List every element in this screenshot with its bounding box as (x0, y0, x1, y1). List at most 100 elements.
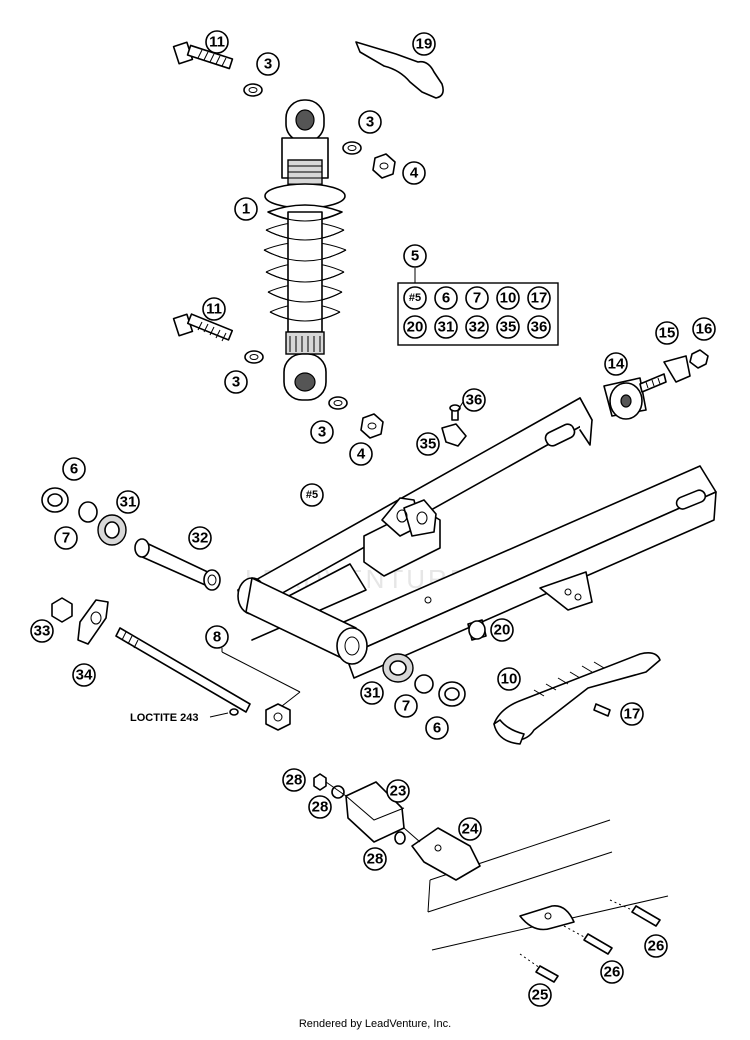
callout-swingarm-5: #5 (300, 483, 324, 507)
callout-11b: 11 (202, 297, 226, 321)
svg-text:36: 36 (466, 392, 483, 409)
pivot-axle-nut[interactable] (265, 703, 291, 731)
callout-31a: 31 (116, 490, 140, 514)
kit-item-3: 7 (465, 286, 489, 310)
callout-3d: 3 (310, 420, 334, 444)
kit-item-4: 10 (496, 286, 520, 310)
nut-16[interactable] (689, 349, 709, 369)
svg-text:6: 6 (442, 290, 450, 307)
callout-1: 1 (234, 197, 258, 221)
shock-nut-4a[interactable] (372, 153, 396, 179)
svg-text:35: 35 (420, 436, 437, 453)
bolt-25[interactable] (535, 965, 559, 983)
svg-text:33: 33 (34, 623, 51, 640)
svg-text:20: 20 (407, 319, 424, 336)
callout-33: 33 (30, 619, 54, 643)
callout-4b: 4 (349, 442, 373, 466)
callout-20: 20 (490, 618, 514, 642)
washer-3d[interactable] (328, 396, 348, 410)
nut-28a[interactable] (313, 773, 327, 791)
washer-28c[interactable] (394, 831, 406, 845)
washer-28b[interactable] (331, 785, 345, 799)
clip-35[interactable] (441, 423, 467, 447)
lower-shock-bolt[interactable] (172, 313, 234, 342)
callout-15: 15 (655, 321, 679, 345)
shock-nut-4b[interactable] (360, 413, 384, 439)
svg-text:6: 6 (70, 461, 78, 478)
spanner-wrench[interactable] (355, 41, 444, 99)
callout-23: 23 (386, 779, 410, 803)
bracket-24[interactable] (411, 827, 481, 881)
chain-slider-10[interactable] (493, 652, 661, 745)
svg-text:31: 31 (438, 319, 455, 336)
callout-7b: 7 (394, 694, 418, 718)
svg-text:35: 35 (500, 319, 517, 336)
svg-text:34: 34 (76, 667, 93, 684)
callout-4a: 4 (402, 161, 426, 185)
callout-36: 36 (462, 388, 486, 412)
svg-text:26: 26 (648, 938, 665, 955)
callout-11a: 11 (205, 30, 229, 54)
callout-10: 10 (497, 667, 521, 691)
bracket-15[interactable] (663, 355, 691, 383)
svg-text:7: 7 (473, 290, 481, 307)
swingarm[interactable] (237, 397, 717, 679)
svg-text:11: 11 (209, 34, 225, 51)
svg-text:19: 19 (416, 36, 433, 53)
screw-36[interactable] (449, 404, 461, 421)
svg-text:24: 24 (462, 821, 479, 838)
bolt-26a[interactable] (631, 905, 661, 927)
upper-shock-bolt[interactable] (172, 41, 234, 70)
svg-text:25: 25 (532, 987, 549, 1004)
svg-text:32: 32 (469, 319, 486, 336)
callout-5-kit: 5 (403, 244, 427, 268)
svg-text:31: 31 (120, 494, 137, 511)
callout-19: 19 (412, 32, 436, 56)
seal-6a[interactable] (41, 487, 69, 513)
footer-credit: Rendered by LeadVenture, Inc. (298, 1018, 452, 1030)
swingarm-pivot-axle-8[interactable] (115, 627, 251, 713)
callout-34: 34 (72, 663, 96, 687)
svg-text:11: 11 (206, 301, 222, 318)
kit-item-6: 20 (403, 315, 427, 339)
chain-adjuster-plate-34[interactable] (77, 599, 109, 645)
kit-item-2: 6 (434, 286, 458, 310)
bearing-31b[interactable] (382, 653, 414, 683)
callout-25: 25 (528, 983, 552, 1007)
kit-item-5: 17 (527, 286, 551, 310)
svg-text:31: 31 (364, 685, 381, 702)
frame-detail (427, 819, 669, 951)
ring-7b[interactable] (414, 674, 434, 694)
bushing-20[interactable] (467, 619, 487, 641)
callout-3c: 3 (224, 370, 248, 394)
callout-3a: 3 (256, 52, 280, 76)
svg-text:4: 4 (410, 165, 419, 182)
callout-17: 17 (620, 702, 644, 726)
screw-17[interactable] (593, 703, 611, 717)
sleeve-32[interactable] (134, 538, 221, 591)
washer-3a[interactable] (243, 83, 263, 97)
kit-item-9: 35 (496, 315, 520, 339)
shock-absorber[interactable] (263, 99, 347, 401)
seal-6b[interactable] (438, 681, 466, 707)
svg-text:1: 1 (242, 201, 250, 218)
svg-text:10: 10 (500, 290, 517, 307)
svg-text:5: 5 (411, 248, 419, 265)
ring-7a[interactable] (78, 501, 98, 523)
chain-guide-block[interactable] (603, 373, 667, 420)
callout-35: 35 (416, 432, 440, 456)
bolt-26b[interactable] (583, 933, 613, 955)
washer-3c[interactable] (244, 350, 264, 364)
bearing-31a[interactable] (97, 514, 127, 546)
svg-text:20: 20 (494, 622, 511, 639)
svg-text:3: 3 (264, 56, 272, 73)
svg-text:28: 28 (367, 851, 384, 868)
callout-26b: 26 (600, 960, 624, 984)
axle-nut-33[interactable] (51, 597, 73, 623)
callout-24: 24 (458, 817, 482, 841)
svg-text:#5: #5 (409, 292, 421, 304)
callout-8: 8 (205, 625, 229, 649)
kit-item-1: #5 (403, 286, 427, 310)
svg-text:4: 4 (357, 446, 366, 463)
washer-3b[interactable] (342, 141, 362, 155)
